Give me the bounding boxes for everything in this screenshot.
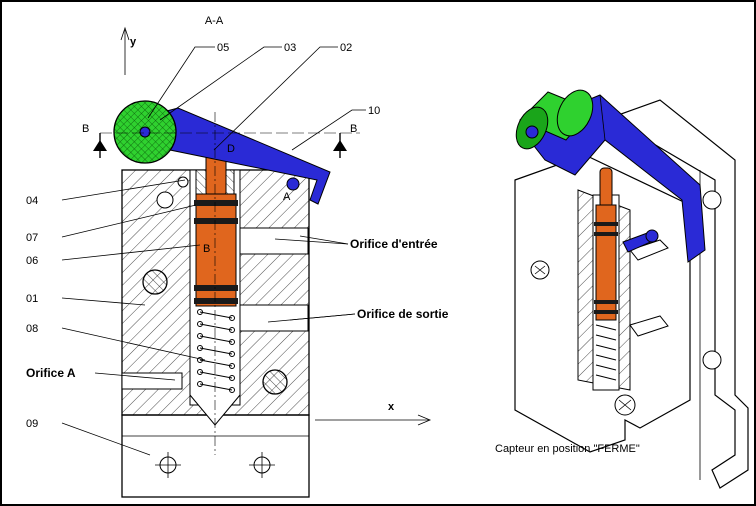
pin-hole-left <box>142 269 168 295</box>
callout-outlet: Orifice de sortie <box>357 307 449 321</box>
part-01: 01 <box>26 293 38 305</box>
part-05: 05 <box>217 42 229 54</box>
part-08: 08 <box>26 323 38 335</box>
callout-inlet: Orifice d'entrée <box>350 237 438 251</box>
section-mark-right: B <box>350 123 357 135</box>
callout-port-a: Orifice A <box>26 366 76 380</box>
lever <box>139 107 331 205</box>
bracket <box>608 99 749 489</box>
part-04: 04 <box>26 195 38 207</box>
piston <box>194 139 238 307</box>
base-plate <box>121 414 310 498</box>
pin-hole-right <box>262 369 288 395</box>
roller-3d <box>515 89 594 150</box>
outlet-port <box>239 304 309 332</box>
part-06: 06 <box>26 255 38 267</box>
part-10: 10 <box>368 105 380 117</box>
part-09: 09 <box>26 418 38 430</box>
part-03: 03 <box>284 42 296 54</box>
perspective-view <box>514 89 749 489</box>
axis-y-label: y <box>130 36 137 48</box>
caption: Capteur en position "FERME" <box>495 443 640 455</box>
point-label-a: A <box>283 191 291 203</box>
point-label-d: D <box>227 143 235 155</box>
spring <box>197 309 235 393</box>
section-mark-left: B <box>82 123 89 135</box>
section-title: A-A <box>205 15 224 27</box>
point-label-b: B <box>203 243 210 255</box>
part-02: 02 <box>340 42 352 54</box>
axis-x-label: x <box>388 401 395 413</box>
inlet-port <box>239 227 309 255</box>
section-view <box>61 26 432 498</box>
part-07: 07 <box>26 232 38 244</box>
port-a <box>121 372 183 390</box>
